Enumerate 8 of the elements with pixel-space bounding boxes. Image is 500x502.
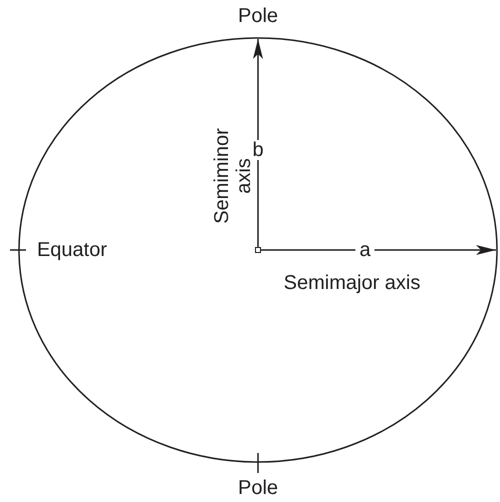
axis-label: Pole	[238, 5, 278, 27]
axis-label: Equator	[36, 239, 108, 261]
ellipse-outline	[18, 37, 498, 463]
arrow	[261, 245, 496, 255]
axis-label: Pole	[238, 477, 278, 499]
axis-label: Semimajor axis	[284, 272, 420, 294]
center-point	[255, 247, 261, 253]
arrow	[253, 39, 263, 247]
